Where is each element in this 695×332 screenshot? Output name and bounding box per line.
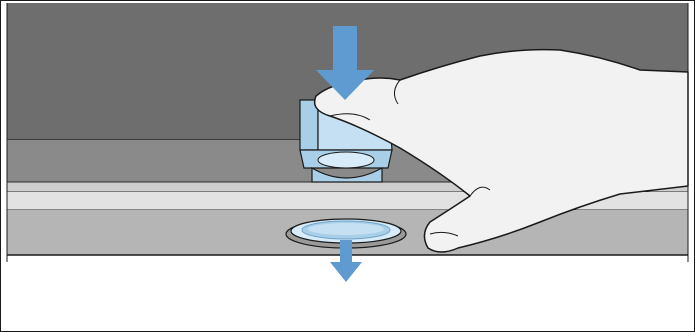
hand-pressing: [313, 48, 689, 253]
drain-cap: [285, 218, 407, 249]
arrow-down-icon: [316, 26, 374, 100]
arrow-down-icon: [330, 240, 362, 282]
